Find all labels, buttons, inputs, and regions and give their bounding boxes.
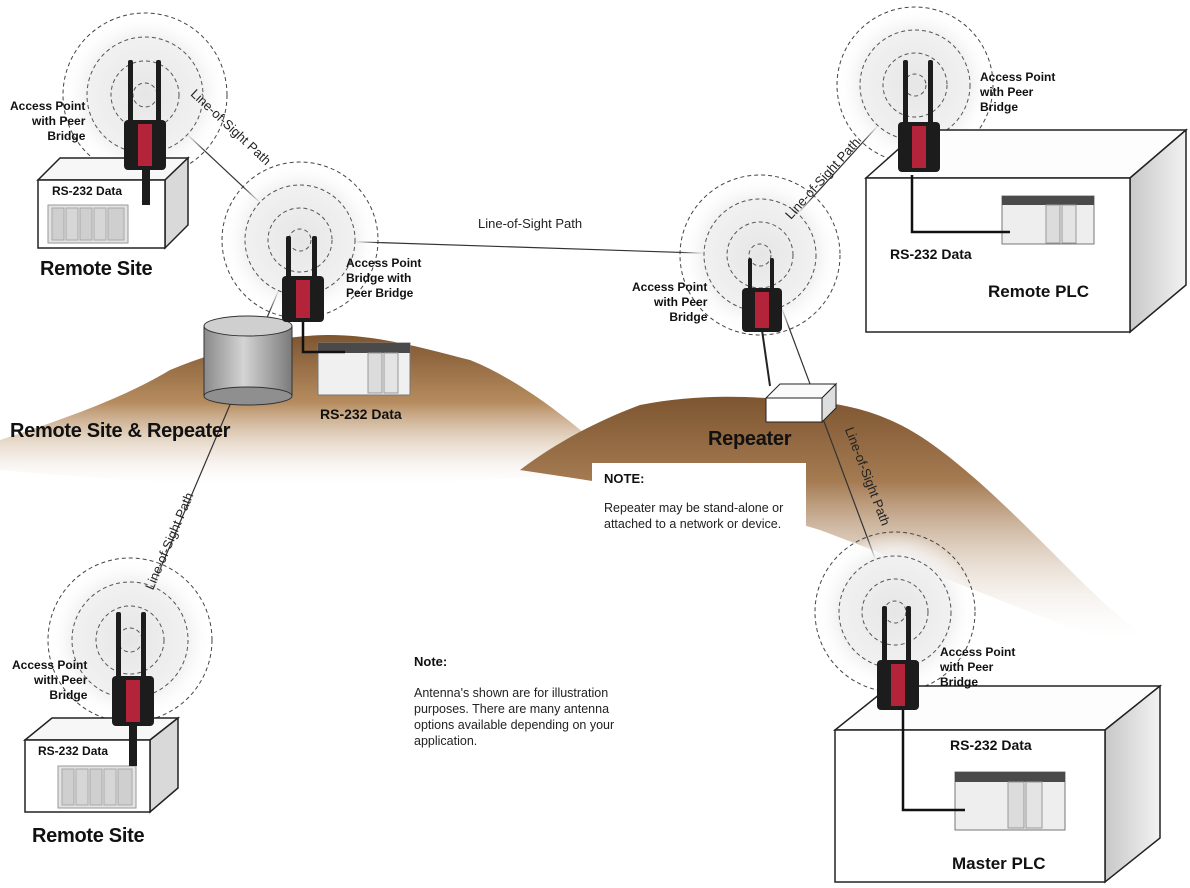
ap-label-line: Access Point	[12, 658, 88, 672]
terrain-right-hill	[520, 396, 1150, 640]
remote-site-top-enclosure	[36, 156, 190, 250]
ap-label-line: with Peer	[980, 85, 1034, 99]
ap-label-line: Access Point	[980, 70, 1056, 84]
ap-label-center: Access Point Bridge with Peer Bridge	[346, 256, 421, 301]
ap-label-top-right: Access Point with Peer Bridge	[980, 70, 1055, 115]
ap-label-line: Bridge	[49, 688, 88, 702]
remote-plc-enclosure	[864, 128, 1189, 334]
radio-master	[877, 606, 919, 710]
ap-label-line: Bridge	[940, 675, 979, 689]
ap-label-line: with Peer	[32, 114, 86, 128]
radio-top-left	[124, 60, 166, 205]
ap-label-line: Access Point	[632, 280, 708, 294]
data-label-remote-site-repeater: RS-232 Data	[320, 406, 402, 422]
water-tank	[203, 315, 293, 406]
ap-label-repeater: Access Point with Peer Bridge	[632, 280, 707, 325]
signal-rings	[47, 6, 994, 723]
site-label-remote-site-bottom: Remote Site	[32, 825, 145, 847]
ap-label-line: Access Point	[346, 256, 422, 270]
terrain-left-hill	[0, 335, 610, 485]
ap-label-master: Access Point with Peer Bridge	[940, 645, 1015, 690]
plc-rack-center	[317, 342, 411, 396]
rs232-cable-center	[301, 318, 345, 354]
ap-label-line: Bridge with	[346, 271, 412, 285]
repeater-mast	[761, 329, 771, 387]
antenna-note-heading: Note:	[414, 654, 448, 669]
site-label-master-plc: Master PLC	[952, 854, 1046, 873]
data-label-remote-site-bottom: RS-232 Data	[38, 744, 109, 758]
repeater-note-body: Repeater may be stand-alone or attached …	[604, 501, 784, 531]
site-label-remote-plc: Remote PLC	[988, 282, 1090, 301]
ap-label-bottom-left: Access Point with Peer Bridge	[12, 658, 87, 703]
repeater-note: NOTE: Repeater may be stand-alone or att…	[592, 463, 806, 571]
ap-label-line: Peer Bridge	[346, 286, 414, 300]
ap-label-line: Bridge	[980, 100, 1019, 114]
rs232-cable-master	[901, 700, 965, 812]
repeater-note-heading: NOTE:	[604, 471, 645, 486]
repeater-enclosure	[764, 382, 838, 424]
ap-label-line: with Peer	[940, 660, 994, 674]
ap-label-top-left: Access Point with Peer Bridge	[10, 99, 85, 144]
data-label-remote-site-top: RS-232 Data	[52, 184, 123, 198]
ap-label-line: Access Point	[10, 99, 86, 113]
plc-rack-bottom-left	[57, 765, 137, 809]
site-label-remote-site-repeater: Remote Site & Repeater	[10, 420, 231, 442]
plc-rack-top-left	[47, 204, 129, 244]
radio-repeater	[742, 258, 782, 332]
site-label-repeater: Repeater	[708, 428, 792, 450]
ap-label-line: with Peer	[34, 673, 88, 687]
master-plc-enclosure	[832, 684, 1163, 884]
data-label-master-plc: RS-232 Data	[950, 737, 1032, 753]
antenna-note-body: Antenna's shown are for illustration pur…	[414, 686, 615, 748]
radio-center	[282, 236, 324, 322]
plc-rack-remote	[1001, 195, 1095, 245]
plc-rack-master	[954, 771, 1066, 831]
ap-label-line: Bridge	[669, 310, 708, 324]
ap-label-line: with Peer	[654, 295, 708, 309]
los-label-center: Line-of-Sight Path	[478, 216, 583, 231]
remote-site-bottom-enclosure	[22, 716, 181, 814]
radio-top-right	[898, 60, 940, 172]
site-label-remote-site-top: Remote Site	[40, 258, 153, 280]
rs232-cable-remote	[910, 175, 1010, 234]
ap-label-line: Access Point	[940, 645, 1016, 659]
data-label-remote-plc: RS-232 Data	[890, 246, 972, 262]
ap-label-line: Bridge	[47, 129, 86, 143]
radio-bottom-left	[112, 612, 154, 766]
